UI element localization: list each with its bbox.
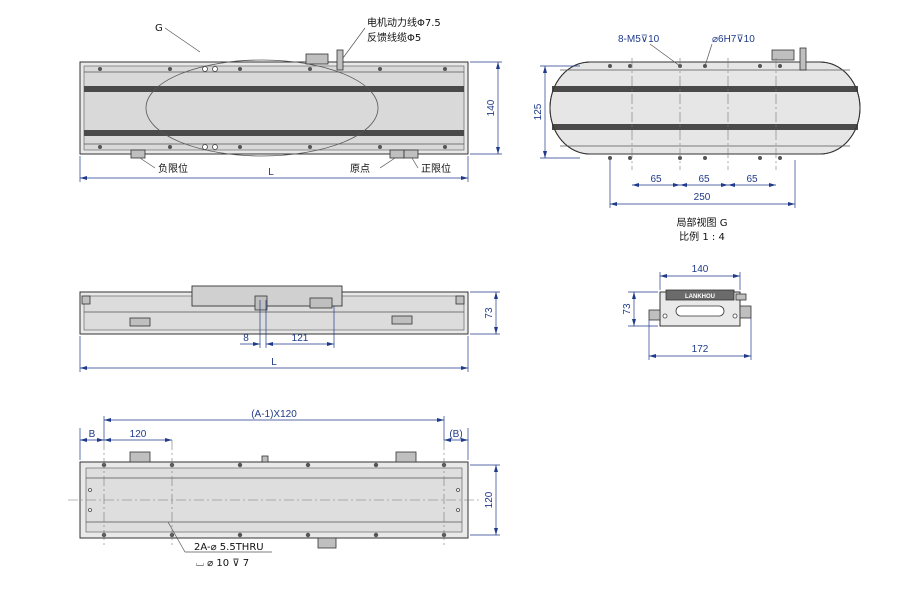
pitch-label: (A-1)X120 (251, 409, 297, 420)
cable-clamp (305, 53, 329, 65)
side-height-label: 73 (484, 307, 495, 319)
bottom-height-label: 120 (484, 491, 495, 508)
detail-view-g: 8-M5⊽10 ⌀6H7⊽10 125 65 65 65 250 局部视图 G … (533, 34, 861, 243)
cable-note-line1: 电机动力线Φ7.5 (367, 16, 441, 29)
b-paren-label: (B) (449, 429, 462, 440)
first-pitch-label: 120 (130, 429, 147, 440)
top-belt-lower (84, 130, 464, 136)
hole-note-line2: ⌴ ⌀ 10 ⊽ 7 (196, 558, 249, 569)
detail-caption-line2: 比例 1 : 4 (679, 230, 725, 243)
side-length-label: L (271, 357, 277, 368)
top-height-label: 140 (486, 99, 497, 116)
end-view: LANKHOU 140 73 172 (622, 264, 752, 360)
callout-g-label: G (155, 23, 163, 34)
side-view: 73 8 121 L (79, 285, 500, 372)
origin-label: 原点 (350, 163, 370, 175)
end-slot (675, 305, 725, 317)
spacing-label-1: 65 (650, 174, 662, 185)
pos-limit-sensor (403, 149, 419, 159)
spacing-label-2: 65 (698, 174, 710, 185)
detail-height-label: 125 (533, 103, 544, 120)
bottom-cable-clamp (317, 537, 337, 549)
end-height-label: 73 (622, 303, 633, 315)
neg-limit-label: 负限位 (158, 162, 188, 175)
end-bottom-width-label: 172 (692, 344, 709, 355)
screw-spec-label: 8-M5⊽10 (618, 34, 660, 45)
top-length-label: L (268, 167, 274, 178)
cable-note-line2: 反馈线缆Φ5 (367, 31, 421, 44)
bottom-view: (A-1)X120 B 120 (B) 120 2A-⌀ 5.5THRU ⌴ ⌀… (68, 409, 500, 569)
side-offset-label: 8 (243, 333, 249, 344)
pin-spec-label: ⌀6H7⊽10 (712, 34, 755, 45)
side-carriage-label: 121 (292, 333, 309, 344)
neg-limit-sensor (130, 149, 146, 159)
pos-limit-label: 正限位 (421, 162, 451, 175)
detail-g-outline (145, 59, 379, 157)
end-top-width-label: 140 (692, 264, 709, 275)
top-view-holes (98, 66, 447, 150)
detail-width-label: 250 (694, 192, 711, 203)
origin-sensor (389, 149, 405, 159)
b-label: B (89, 429, 96, 440)
end-brand-label: LANKHOU (685, 294, 715, 300)
bottom-view-holes (88, 462, 460, 538)
hole-note-line1: 2A-⌀ 5.5THRU (194, 542, 264, 553)
detail-caption-line1: 局部视图 G (677, 216, 728, 229)
detail-body (549, 61, 861, 155)
spacing-label-3: 65 (746, 174, 758, 185)
cable-connector (336, 49, 344, 71)
top-belt-upper (84, 86, 464, 92)
top-view: G 电机动力线Φ7.5 反馈线缆Φ5 负限位 原点 正限位 L 140 (79, 16, 502, 182)
